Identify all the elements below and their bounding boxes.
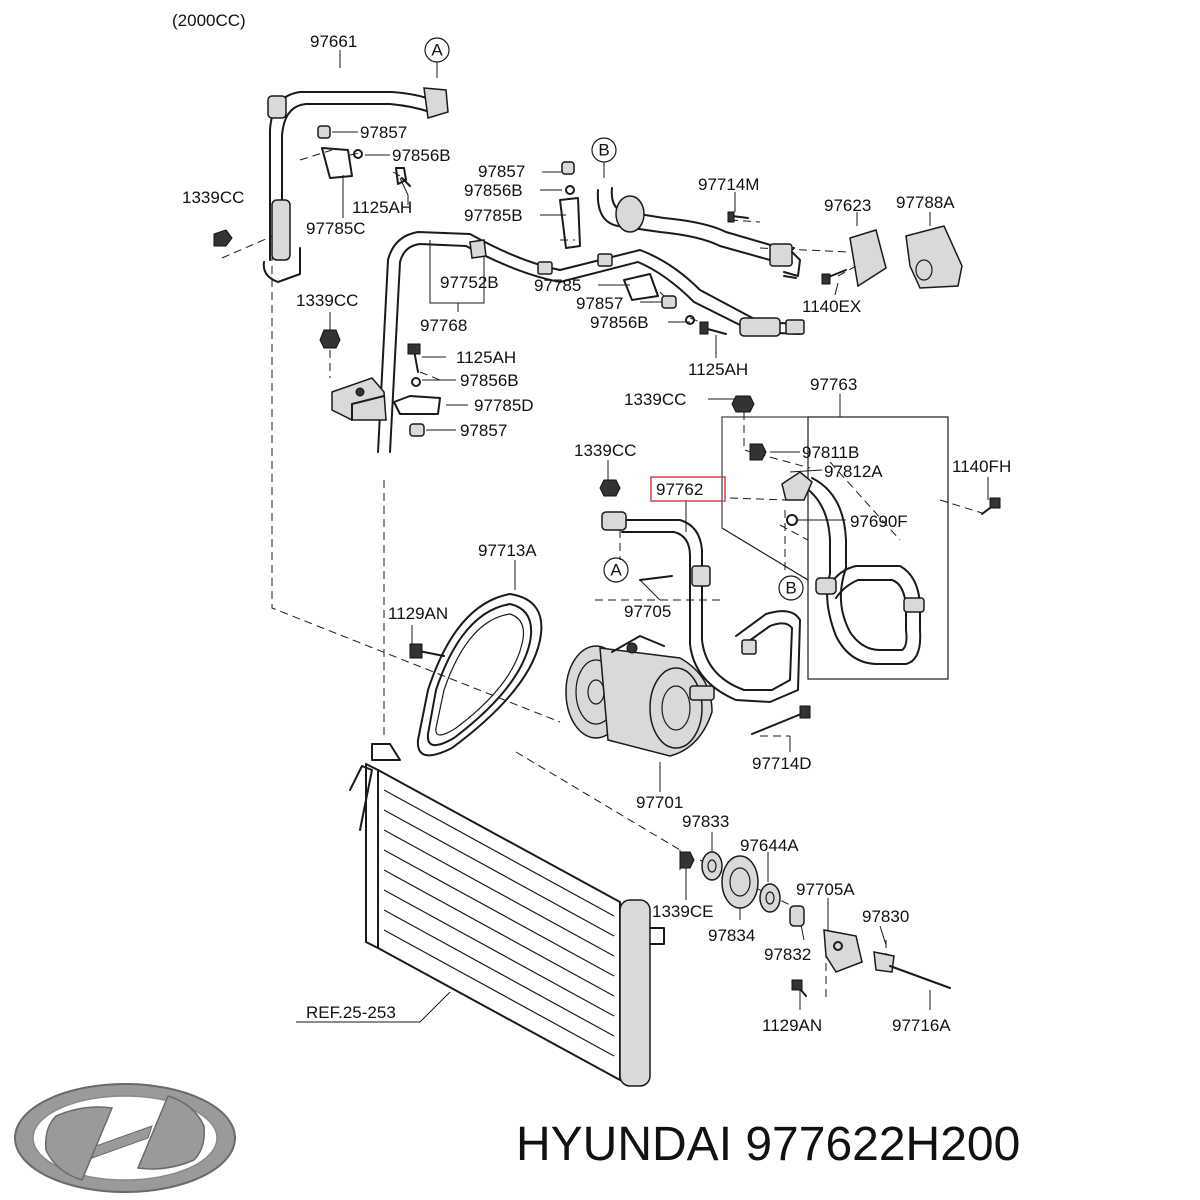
label-1140FH: 1140FH — [952, 457, 1011, 476]
callout-b-lower-label: B — [785, 579, 796, 598]
condenser — [349, 743, 665, 1087]
label-1129AN-a: 1129AN — [388, 604, 448, 623]
label-97705A: 97705A — [796, 880, 855, 899]
label-97857-c: 97857 — [576, 294, 623, 313]
label-97856B-a: 97856B — [392, 146, 451, 165]
label-1125AH-a: 1125AH — [352, 198, 412, 217]
pipe-97661 — [262, 87, 449, 283]
callout-a-top: A — [424, 37, 450, 63]
highlight-box — [650, 476, 726, 502]
pipe-97762 — [601, 511, 801, 703]
label-1125AH-b: 1125AH — [456, 348, 516, 367]
label-97811B: 97811B — [802, 443, 859, 462]
label-ref-25-253: REF.25-253 — [306, 1003, 396, 1022]
label-97834: 97834 — [708, 926, 755, 945]
label-97785C: 97785C — [306, 219, 366, 238]
label-97763: 97763 — [810, 375, 857, 394]
label-97661: 97661 — [310, 32, 357, 51]
label-97714M: 97714M — [698, 175, 759, 194]
label-97785B: 97785B — [464, 206, 523, 225]
brand-part-number: HYUNDAI 977622H200 — [516, 1118, 1020, 1171]
label-97856B-b: 97856B — [464, 181, 523, 200]
label-97713A: 97713A — [478, 541, 537, 560]
label-1339CC-c: 1339CC — [624, 390, 686, 409]
hyundai-logo — [14, 1083, 236, 1193]
callout-b-top-label: B — [598, 141, 609, 160]
label-97716A: 97716A — [892, 1016, 951, 1035]
bracket-97705A — [791, 929, 951, 997]
label-1339CC-b: 1339CC — [296, 291, 358, 310]
label-97785D: 97785D — [474, 396, 534, 415]
label-97857-b: 97857 — [478, 162, 525, 181]
hose-box-diagonal — [721, 527, 809, 581]
label-97812A: 97812A — [824, 462, 883, 481]
callout-a-top-label: A — [431, 41, 443, 60]
fasteners — [213, 125, 1001, 869]
leader-lines — [296, 50, 989, 1023]
label-1339CE: 1339CE — [652, 902, 713, 921]
label-97714D: 97714D — [752, 754, 812, 773]
hose-assembly-box — [807, 416, 949, 680]
label-97857-d: 97857 — [460, 421, 507, 440]
cover-97788A — [905, 225, 963, 289]
label-97830: 97830 — [862, 907, 909, 926]
block-97623 — [849, 229, 887, 288]
label-1339CC-a: 1339CC — [182, 188, 244, 207]
part-labels: (2000CC) 97661 97857 97856B 1125AH 97785… — [172, 11, 1011, 1035]
pulley-assembly — [701, 851, 805, 927]
label-97856B-d: 97856B — [460, 371, 519, 390]
label-97833: 97833 — [682, 812, 729, 831]
label-97690F: 97690F — [850, 512, 908, 531]
belt-97713A — [416, 593, 543, 757]
label-97832: 97832 — [764, 945, 811, 964]
label-97768: 97768 — [420, 316, 467, 335]
label-97752B: 97752B — [440, 273, 499, 292]
label-1339CC-d: 1339CC — [574, 441, 636, 460]
label-1140EX: 1140EX — [802, 297, 861, 316]
hose-97763 — [781, 471, 925, 665]
compressor-97701 — [565, 635, 715, 757]
callout-b-top: B — [591, 137, 617, 163]
label-97762-highlighted: 97762 — [656, 480, 703, 499]
label-1129AN-b: 1129AN — [762, 1016, 822, 1035]
callout-a-lower: A — [603, 557, 629, 583]
label-97705: 97705 — [624, 602, 671, 621]
label-97788A: 97788A — [896, 193, 955, 212]
hose-97714M — [596, 187, 801, 277]
label-1125AH-c: 1125AH — [688, 360, 748, 379]
label-97701: 97701 — [636, 793, 683, 812]
label-97857-a: 97857 — [360, 123, 407, 142]
callout-b-lower: B — [778, 575, 804, 601]
label-97623: 97623 — [824, 196, 871, 215]
pipe-block-97785D — [331, 377, 387, 421]
label-97644A: 97644A — [740, 836, 799, 855]
pipe-97752B — [377, 231, 805, 453]
header-note: (2000CC) — [172, 11, 246, 30]
label-97785: 97785 — [534, 276, 581, 295]
callout-a-lower-label: A — [610, 561, 622, 580]
label-97856B-c: 97856B — [590, 313, 649, 332]
